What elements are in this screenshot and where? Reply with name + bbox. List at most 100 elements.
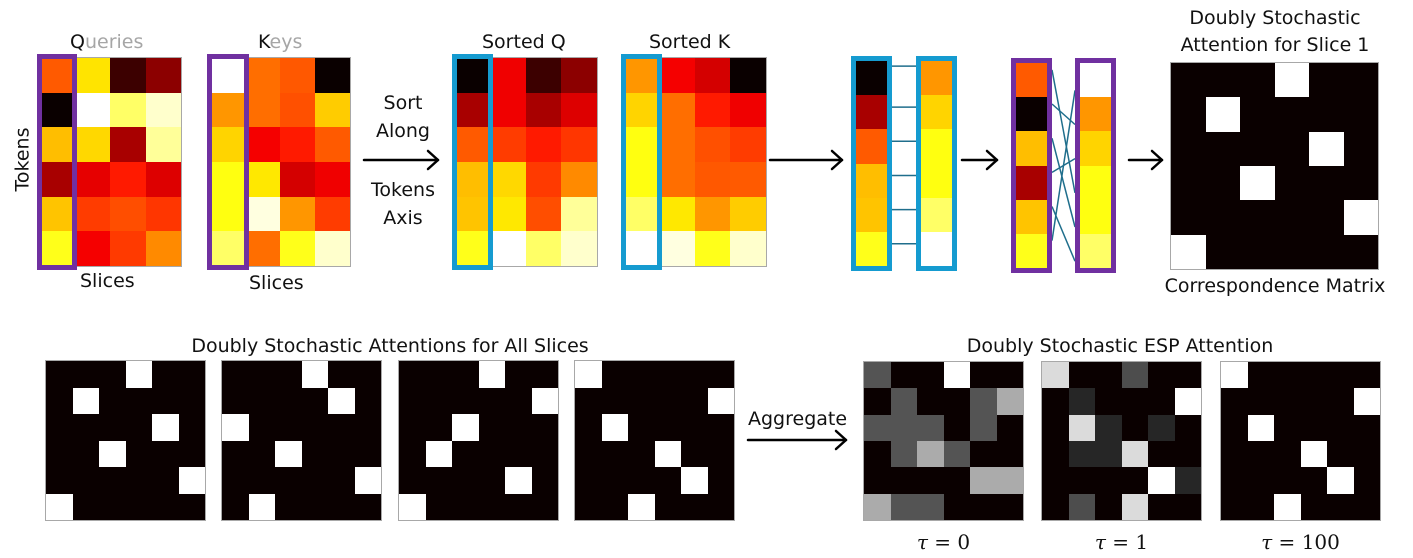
slice-attention-matrix — [45, 360, 206, 521]
heatmap-cell — [730, 58, 766, 93]
heatmap-cell — [1016, 131, 1047, 166]
heatmap-cell — [1353, 362, 1380, 389]
heatmap-cell — [46, 361, 73, 388]
heatmap-cell — [354, 440, 381, 467]
heatmap-cell — [856, 197, 887, 232]
heatmap-cell — [917, 441, 944, 468]
queries-title-initial: Q — [70, 31, 85, 53]
heatmap-cell — [943, 388, 970, 415]
heatmap-cell — [39, 162, 75, 197]
heatmap-cell — [1274, 131, 1309, 166]
heatmap-cell — [1121, 362, 1148, 389]
heatmap-cell — [145, 162, 181, 197]
sort-label-line3: Tokens — [371, 179, 435, 201]
heatmap-cell — [525, 127, 562, 162]
heatmap-cell — [1343, 63, 1378, 98]
heatmap-cell — [628, 387, 655, 414]
heatmap-cell — [279, 58, 315, 93]
sort-label-line4: Axis — [383, 207, 423, 229]
heatmap-cell — [1080, 97, 1111, 132]
heatmap-cell — [1221, 388, 1248, 415]
heatmap-cell — [996, 441, 1023, 468]
heatmap-cell — [694, 196, 731, 232]
heatmap-cell — [864, 493, 891, 520]
heatmap-cell — [1343, 131, 1378, 166]
heatmap-cell — [39, 196, 75, 232]
heatmap-cell — [1095, 362, 1122, 389]
heatmap-cell — [478, 414, 505, 441]
correspondence-matrix-label: Correspondence Matrix — [1164, 275, 1386, 297]
heatmap-cell — [1274, 467, 1301, 494]
heatmap-cell — [72, 361, 99, 388]
heatmap-cell — [601, 493, 628, 520]
heatmap-cell — [943, 493, 970, 520]
slice-attention-matrix — [221, 360, 382, 521]
heatmap-cell — [1080, 63, 1111, 98]
heatmap-cell — [1174, 467, 1201, 494]
heatmap-cell — [301, 387, 328, 414]
heatmap-cell — [943, 441, 970, 468]
heatmap-cell — [575, 493, 602, 520]
heatmap-cell — [248, 493, 275, 520]
heatmap-cell — [1309, 97, 1344, 132]
heatmap-cell — [354, 387, 381, 414]
heatmap-cell — [46, 440, 73, 467]
heatmap-cell — [1205, 165, 1240, 201]
heatmap-cell — [505, 361, 532, 388]
heatmap-cell — [110, 231, 146, 266]
heatmap-cell — [1327, 388, 1354, 415]
heatmap-cell — [1148, 362, 1175, 389]
heatmap-cell — [1016, 233, 1047, 268]
heatmap-cell — [921, 197, 952, 232]
heatmap-cell — [454, 58, 490, 93]
heatmap-cell — [970, 414, 997, 441]
heatmap-cell — [328, 387, 355, 414]
heatmap-cell — [1080, 131, 1111, 166]
heatmap-cell — [681, 414, 708, 441]
heatmap-cell — [74, 231, 110, 266]
heatmap-cell — [505, 440, 532, 467]
heatmap-cell — [110, 196, 146, 232]
heatmap-cell — [1068, 388, 1095, 415]
heatmap-cell — [178, 414, 205, 441]
heatmap-cell — [478, 440, 505, 467]
unsorted-match-lines — [1051, 69, 1076, 262]
heatmap-cell — [864, 467, 891, 494]
queries-slices-label: Slices — [80, 270, 135, 292]
heatmap-cell — [996, 414, 1023, 441]
heatmap-cell — [314, 162, 350, 197]
heatmap-cell — [452, 467, 479, 494]
heatmap-cell — [1042, 493, 1069, 520]
heatmap-cell — [145, 92, 181, 128]
heatmap-cell — [110, 127, 146, 162]
heatmap-cell — [917, 414, 944, 441]
heatmap-cell — [354, 493, 381, 520]
heatmap-cell — [707, 414, 734, 441]
heatmap-cell — [707, 440, 734, 467]
heatmap-cell — [452, 493, 479, 520]
heatmap-cell — [222, 361, 249, 388]
heatmap-cell — [125, 414, 152, 441]
heatmap-cell — [328, 414, 355, 441]
heatmap-cell — [72, 440, 99, 467]
slice-attention-matrix — [574, 360, 735, 521]
heatmap-cell — [425, 361, 452, 388]
heatmap-cell — [1095, 467, 1122, 494]
heatmap-cell — [970, 441, 997, 468]
heatmap-cell — [178, 467, 205, 494]
heatmap-cell — [39, 58, 75, 93]
heatmap-cell — [489, 162, 526, 197]
heatmap-cell — [244, 92, 280, 128]
heatmap-cell — [125, 493, 152, 520]
heatmap-cell — [1327, 467, 1354, 494]
heatmap-cell — [244, 231, 280, 266]
heatmap-cell — [890, 441, 917, 468]
heatmap-cell — [681, 361, 708, 388]
heatmap-cell — [1353, 388, 1380, 415]
heatmap-cell — [178, 493, 205, 520]
heatmap-cell — [996, 467, 1023, 494]
heatmap-cell — [275, 440, 302, 467]
heatmap-cell — [1353, 441, 1380, 468]
heatmap-cell — [1247, 388, 1274, 415]
heatmap-cell — [505, 493, 532, 520]
